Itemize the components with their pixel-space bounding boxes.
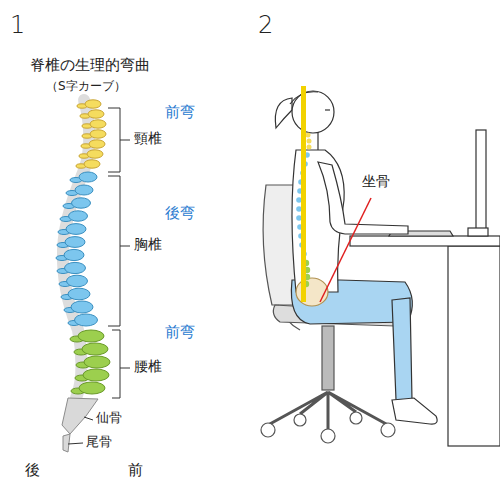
lumbar-vertebra [79,382,105,394]
leader-line [320,198,371,302]
body-spine [307,145,312,150]
thoracic-vertebra [75,185,93,195]
body-spine [296,206,302,212]
bracket [108,176,130,326]
thoracic-vertebra [64,249,84,260]
panel-number: 1 [10,10,25,40]
person [292,91,334,133]
cervical-vertebra [90,130,106,138]
chair [381,423,395,437]
person [392,398,437,424]
plumb-line [301,86,306,302]
sacrum-coccyx [62,398,98,434]
person [296,278,328,306]
lumbar-vertebra [84,356,110,368]
lumbar-vertebra [83,369,109,381]
cervical-vertebra [88,110,104,118]
desk [350,236,500,246]
bracket [112,330,130,398]
thoracic-vertebra [67,275,88,287]
body-spine [296,215,302,221]
thoracic-vertebra [75,314,98,326]
person [325,109,330,110]
thoracic-vertebra [68,288,90,300]
thoracic-vertebra [65,262,86,273]
cervical-vertebra [84,160,100,168]
bone-label: 仙骨 [96,410,122,426]
chair [268,392,388,430]
panel-number: 2 [258,10,273,40]
cervical-vertebra [76,100,106,168]
thoracic-vertebra [69,211,88,221]
region-label: 頸椎 [134,130,162,148]
bracket [68,443,83,444]
curve-label: 前弯 [165,323,195,342]
bracket [84,417,93,420]
thoracic-vertebra [65,237,85,248]
lumbar-vertebra [82,343,108,355]
thoracic-vertebra [71,301,93,313]
region-label: 胸椎 [134,236,162,254]
thoracic-vertebra [72,198,91,208]
desk [448,246,500,446]
cervical-vertebra [87,150,103,158]
curve-label: 後弯 [165,204,195,223]
body-spine [296,197,302,203]
direction-label: 後 [25,461,40,480]
desk [468,228,488,236]
person [275,91,437,424]
cervical-vertebra [89,140,105,148]
bracket [108,108,130,172]
body-spine [306,133,311,138]
chair [350,412,362,424]
sacrum-coccyx [63,434,70,452]
person [318,162,408,234]
chair [321,429,335,443]
cervical-vertebra [90,120,106,128]
thoracic-vertebra [56,172,98,326]
lumbar-vertebra [78,330,104,342]
curve-label: 前弯 [165,103,195,122]
lumbar-vertebra [70,330,110,394]
plumb-line [301,86,306,302]
cervical-vertebra [85,100,101,108]
thoracic-vertebra [66,224,86,235]
chair [322,326,334,390]
person [392,298,412,400]
direction-label: 前 [128,461,143,480]
region-label: 腰椎 [134,358,162,376]
bracket [68,108,130,444]
panel-title: 脊椎の生理的弯曲 [30,56,150,75]
chair [261,423,275,437]
body-spine [307,139,312,144]
bone-label: 尾骨 [86,434,112,450]
part-label: 坐骨 [362,173,390,191]
thoracic-vertebra [79,172,97,182]
desk [476,130,486,230]
person [275,98,292,128]
subtitle: （S字カーブ） [46,79,126,94]
chair [294,414,306,426]
leader-line [320,198,371,302]
